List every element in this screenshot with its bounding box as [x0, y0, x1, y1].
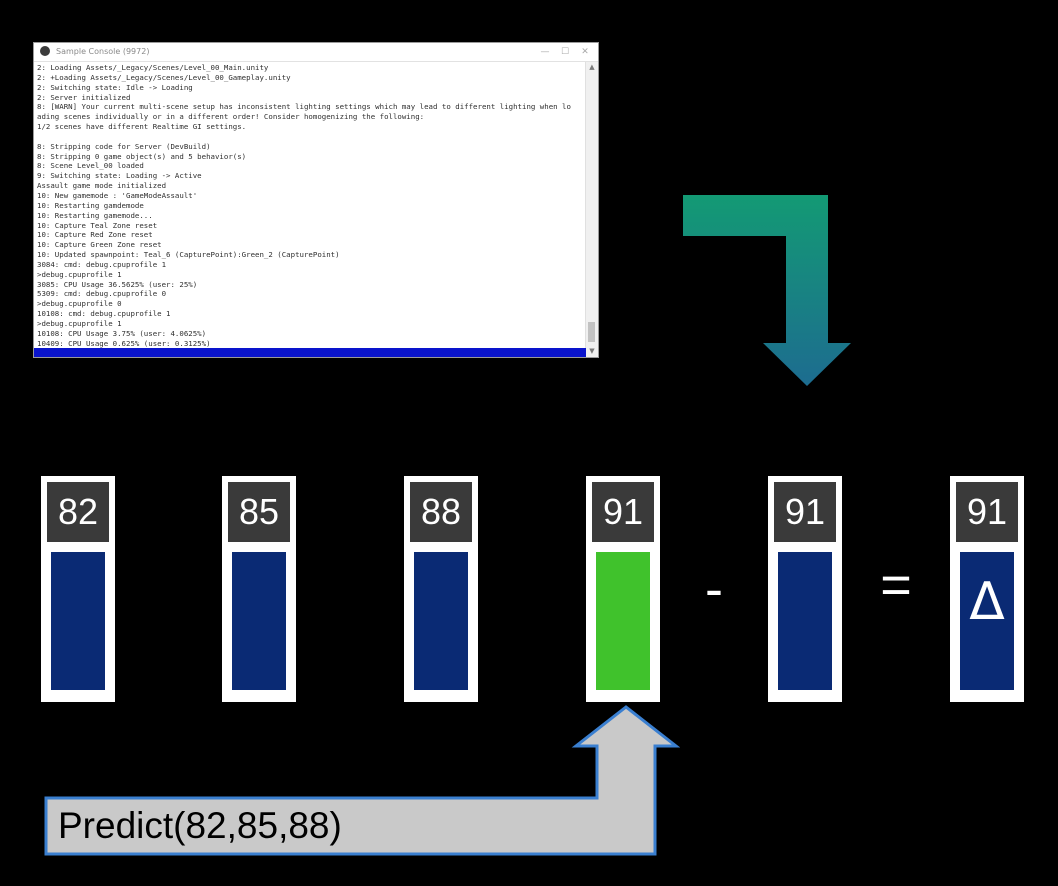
- bucket-label: 82: [47, 482, 109, 542]
- console-titlebar[interactable]: Sample Console (9972) — ☐ ✕: [34, 43, 598, 62]
- scroll-down-icon[interactable]: ▼: [589, 347, 595, 355]
- bucket-predicted: 91: [586, 476, 660, 702]
- bucket-history-1: 82: [41, 476, 115, 702]
- console-line: 5309: cmd: debug.cpuprofile 0: [37, 289, 167, 299]
- bucket-label: 85: [228, 482, 290, 542]
- delta-icon: Δ: [969, 572, 1005, 632]
- console-line: 8: [WARN] Your current multi-scene setup…: [37, 102, 571, 112]
- bucket-fill: [778, 552, 832, 690]
- console-app-icon: [40, 46, 50, 56]
- bucket-fill: [51, 552, 105, 690]
- console-line: 10108: cmd: debug.cpuprofile 1: [37, 309, 171, 319]
- teal-arrow-icon: [683, 195, 851, 386]
- scroll-thumb[interactable]: [588, 322, 595, 342]
- bucket-fill: [414, 552, 468, 690]
- console-line: [37, 132, 583, 142]
- console-line: 10: Capture Teal Zone reset: [37, 220, 158, 230]
- console-line: >debug.cpuprofile 1: [37, 318, 122, 328]
- scroll-up-icon[interactable]: ▲: [589, 63, 595, 71]
- console-line: 2: Server initialized: [37, 92, 131, 102]
- equals-operator: =: [880, 555, 912, 615]
- bucket-label: 91: [956, 482, 1018, 542]
- console-line: 10108: CPU Usage 3.75% (user: 4.0625%): [37, 328, 207, 338]
- console-line: 10: Capture Green Zone reset: [37, 240, 162, 250]
- console-line: 10409: CPU Usage 0.625% (user: 0.3125%): [37, 338, 211, 348]
- console-line: 2: Switching state: Idle -> Loading: [37, 82, 193, 92]
- console-line: 10: Updated spawnpoint: Teal_6 (CaptureP…: [37, 250, 340, 260]
- console-title: Sample Console (9972): [56, 47, 150, 56]
- bucket-fill: Δ: [960, 552, 1014, 690]
- predict-label: Predict(82,85,88): [58, 805, 342, 846]
- bucket-delta: 91 Δ: [950, 476, 1024, 702]
- close-button[interactable]: ✕: [581, 47, 589, 57]
- bucket-fill: [232, 552, 286, 690]
- console-line: 2: Loading Assets/_Legacy/Scenes/Level_0…: [37, 63, 269, 72]
- predict-arrow-icon: [44, 705, 680, 856]
- console-line: 3085: CPU Usage 36.5625% (user: 25%): [37, 279, 198, 289]
- console-window: Sample Console (9972) — ☐ ✕ 2: Loading A…: [33, 42, 599, 358]
- bucket-label: 88: [410, 482, 472, 542]
- console-line: 9: Switching state: Loading -> Active: [37, 171, 202, 181]
- minus-operator: -: [705, 559, 723, 619]
- console-scrollbar[interactable]: ▲ ▼: [585, 62, 598, 357]
- bucket-fill-predicted: [596, 552, 650, 690]
- console-line: ading scenes individually or in a differ…: [37, 112, 425, 122]
- console-line: Assault game mode initialized: [37, 181, 167, 191]
- console-line: 10: New gamemode : 'GameModeAssault': [37, 190, 198, 200]
- console-line: >debug.cpuprofile 0: [37, 299, 122, 309]
- bucket-label: 91: [774, 482, 836, 542]
- console-line: 8: Scene Level_00 loaded: [37, 161, 144, 171]
- console-line: 10: Capture Red Zone reset: [37, 230, 153, 240]
- maximize-button[interactable]: ☐: [560, 47, 570, 57]
- console-line: >debug.cpuprofile 1: [37, 269, 122, 279]
- bucket-label: 91: [592, 482, 654, 542]
- minimize-button[interactable]: —: [540, 47, 550, 57]
- console-line: 10: Restarting gamemode...: [37, 210, 153, 220]
- console-input-bar[interactable]: [34, 348, 586, 357]
- bucket-history-3: 88: [404, 476, 478, 702]
- console-line: 10: Restarting gamdemode: [37, 200, 144, 210]
- console-line: 8: Stripping code for Server (DevBuild): [37, 141, 211, 151]
- console-line: 2: +Loading Assets/_Legacy/Scenes/Level_…: [37, 72, 291, 82]
- console-line: 8: Stripping 0 game object(s) and 5 beha…: [37, 151, 247, 161]
- bucket-actual: 91: [768, 476, 842, 702]
- console-output: 2: Loading Assets/_Legacy/Scenes/Level_0…: [34, 62, 586, 348]
- console-line: 3084: cmd: debug.cpuprofile 1: [37, 259, 167, 269]
- bucket-history-2: 85: [222, 476, 296, 702]
- console-line: 1/2 scenes have different Realtime GI se…: [37, 122, 247, 132]
